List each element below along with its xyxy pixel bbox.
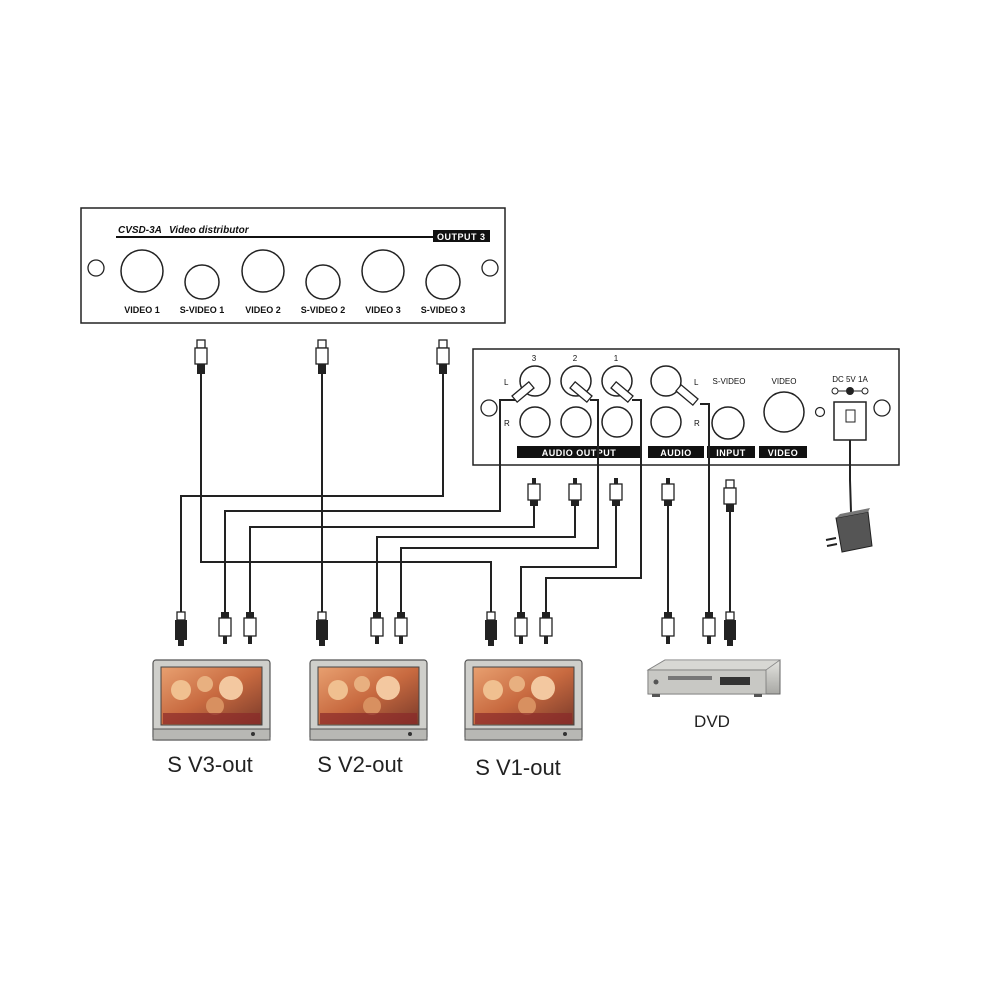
polarity-icon (831, 387, 869, 395)
tv-icon (464, 659, 583, 741)
port-label: S-VIDEO 1 (180, 305, 225, 315)
power-cable (849, 440, 852, 513)
rca-plugs-inserted (511, 380, 699, 407)
svideo-plug-icon (315, 339, 329, 374)
audio-out-1-right-jack (601, 406, 633, 438)
port-label: VIDEO 2 (245, 305, 281, 315)
video-input-jack (763, 391, 805, 433)
tv-group (152, 659, 583, 741)
rca-plug-icon (539, 612, 553, 644)
audio-out-2-right-jack (560, 406, 592, 438)
audio-in-right-jack (650, 406, 682, 438)
svideo-cable-1 (200, 374, 492, 612)
video-2-jack (241, 249, 285, 293)
svideo-1-jack (184, 264, 220, 300)
front-panel-model: CVSD-3A (118, 225, 162, 236)
rear-panel: 3 2 1 L R L R S-VIDEO VIDEO DC 5V 1A (472, 348, 900, 466)
rca-plug-icon (370, 612, 384, 644)
power-adapter-icon (825, 508, 873, 553)
channel-number: 2 (573, 354, 578, 363)
svideo-3-jack (425, 264, 461, 300)
svideo-cable-3 (180, 374, 444, 612)
port-label: S-VIDEO 2 (301, 305, 346, 315)
svideo-plug-icon (316, 611, 328, 646)
channel-number: 1 (614, 354, 619, 363)
rca-plug-icon (610, 380, 634, 404)
bottom-plugs (175, 611, 736, 646)
audio-cable-3-right (249, 505, 535, 612)
video-bar: VIDEO (768, 448, 799, 458)
mount-hole (87, 259, 105, 277)
rca-plug-icon (514, 612, 528, 644)
audio-output-bar: AUDIO OUTPUT (542, 448, 617, 458)
rca-plug-icon (511, 380, 535, 404)
audio-cable-2-right (376, 505, 576, 612)
tv-caption: S V2-out (317, 752, 403, 777)
port-label: S-VIDEO 3 (421, 305, 466, 315)
svideo-plug-icon (485, 611, 497, 646)
front-panel: CVSD-3A Video distributor OUTPUT 3 VIDEO… (80, 207, 506, 324)
rca-plug-icon (394, 612, 408, 644)
mount-hole (480, 399, 498, 417)
port-label: VIDEO 1 (124, 305, 160, 315)
svideo-input-jack (711, 406, 745, 440)
svideo-plug-icon (723, 479, 737, 512)
left-channel-label: L (504, 378, 509, 387)
tv-icon (309, 659, 428, 741)
input-left-label: L (694, 378, 699, 387)
dvd-caption: DVD (694, 712, 730, 731)
rca-plug-icon (243, 612, 257, 644)
rca-plug-icon (661, 612, 675, 644)
channel-number: 3 (532, 354, 537, 363)
dvd-player-icon (646, 659, 782, 697)
rca-plug-icon (568, 478, 582, 506)
front-panel-title: Video distributor (169, 225, 250, 236)
rca-plug-icon (675, 383, 699, 407)
audio-cable-3-left (224, 399, 516, 612)
video-3-jack (361, 249, 405, 293)
rca-plug-icon (702, 612, 716, 644)
svideo-input-label: S-VIDEO (713, 377, 746, 386)
audio-in-left-jack (650, 365, 682, 397)
svideo-plug-icon (436, 339, 450, 374)
power-label: DC 5V 1A (832, 375, 868, 384)
mount-hole (481, 259, 499, 277)
rca-plugs-mid (527, 478, 737, 512)
rca-plug-icon (569, 380, 593, 404)
audio-out-3-right-jack (519, 406, 551, 438)
audio-input-bar: AUDIO (660, 448, 692, 458)
mount-hole (873, 399, 891, 417)
svideo-plug-icon (175, 611, 187, 646)
audio-cable-1-right (520, 505, 617, 612)
rca-plug-icon (527, 478, 541, 506)
rca-plug-icon (661, 478, 675, 506)
tv-caption: S V3-out (167, 752, 253, 777)
output-badge: OUTPUT 3 (437, 232, 486, 242)
svideo-plug-icon (194, 339, 208, 374)
video-input-label: VIDEO (772, 377, 797, 386)
audio-cable-1-left (545, 399, 642, 612)
audio-cable-2-left (400, 399, 599, 612)
tv-icon (152, 659, 271, 741)
cables (180, 374, 852, 612)
rca-plug-icon (218, 612, 232, 644)
video-1-jack (120, 249, 164, 293)
input-bar: INPUT (716, 448, 746, 458)
dvd-audio-cable-left (700, 403, 710, 612)
tv-caption: S V1-out (475, 755, 561, 780)
rca-plug-icon (609, 478, 623, 506)
svideo-2-jack (305, 264, 341, 300)
svideo-plugs-top (194, 339, 450, 374)
input-right-label: R (694, 419, 700, 428)
port-label: VIDEO 3 (365, 305, 401, 315)
svideo-plug-icon (724, 611, 736, 646)
right-channel-label: R (504, 419, 510, 428)
